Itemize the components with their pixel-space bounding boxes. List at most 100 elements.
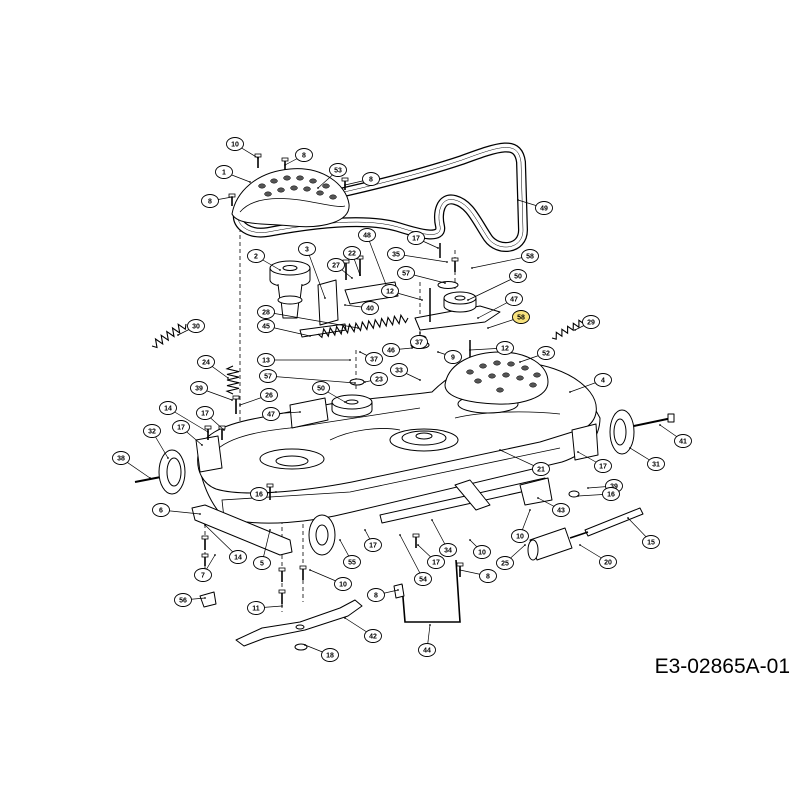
leader-dot: [577, 451, 579, 453]
u-rod: [401, 559, 461, 623]
callout-bubble: [250, 487, 268, 501]
callout-number: 10: [231, 142, 239, 149]
callout-37: 37: [359, 351, 383, 366]
callout-number: 17: [177, 425, 185, 432]
leader-line: [306, 248, 326, 299]
callout-number: 17: [599, 464, 607, 471]
callout-bubble: [343, 246, 361, 260]
leader-dot: [467, 299, 469, 301]
callout-bubble: [521, 249, 539, 263]
callout-24: 24: [197, 355, 229, 379]
callout-bubble: [260, 388, 278, 402]
callout-number: 43: [557, 508, 565, 515]
callout-bubble: [143, 424, 161, 438]
callout-bubble: [361, 301, 379, 315]
callout-number: 24: [202, 360, 210, 367]
screw: [356, 255, 364, 276]
callout-47: 47: [477, 292, 523, 319]
callout-bubble: [674, 434, 692, 448]
spring-24: [225, 365, 240, 395]
callout-bubble: [321, 648, 339, 662]
callout-number: 29: [587, 320, 595, 327]
callout-45: 45: [257, 319, 311, 337]
leader-dot: [359, 274, 361, 276]
leader-dot: [344, 617, 346, 619]
callout-16: 16: [250, 487, 277, 501]
callout-bubble: [329, 163, 347, 177]
callout-52: 52: [519, 346, 555, 363]
callout-number: 14: [164, 406, 172, 413]
callout-number: 25: [501, 561, 509, 568]
callout-number: 30: [192, 324, 200, 331]
screw: [218, 425, 226, 440]
callout-8: 8: [201, 194, 233, 208]
callout-bubble: [496, 556, 514, 570]
callout-17: 17: [577, 451, 612, 473]
leader-line: [399, 534, 424, 580]
callout-number: 34: [444, 548, 452, 555]
callout-bubble: [410, 335, 428, 349]
spring-30: [151, 323, 187, 349]
callout-bubble: [418, 643, 436, 657]
leader-dot: [364, 381, 366, 383]
leader-dot: [214, 554, 216, 556]
callout-number: 20: [604, 560, 612, 567]
leader-line: [267, 375, 356, 384]
leader-dot: [223, 429, 225, 431]
leader-dot: [344, 304, 346, 306]
leader-dot: [537, 497, 539, 499]
callout-28: 28: [257, 305, 359, 329]
callout-bubble: [382, 343, 400, 357]
callout-17: 17: [407, 231, 439, 249]
callout-42: 42: [344, 617, 382, 643]
leader-line: [467, 275, 519, 301]
callout-18: 18: [304, 644, 339, 662]
leader-dot: [399, 534, 401, 536]
callout-number: 45: [262, 324, 270, 331]
screw: [204, 425, 212, 440]
callout-bubble: [312, 381, 330, 395]
callout-29: 29: [574, 315, 600, 331]
screw: [412, 533, 420, 548]
callout-bubble: [444, 350, 462, 364]
callout-56: 56: [174, 593, 206, 607]
spring-28: [317, 313, 409, 339]
callout-bubble: [582, 315, 600, 329]
callout-58: 58: [471, 249, 539, 269]
blade-hardware: [199, 583, 405, 651]
callout-number: 17: [412, 236, 420, 243]
screw: [451, 257, 459, 272]
callout-bubble: [439, 543, 457, 557]
leader-dot: [309, 335, 311, 337]
callout-bubble: [479, 569, 497, 583]
callout-bubble: [257, 353, 275, 367]
callout-bubble: [496, 341, 514, 355]
drawing-number: E3-02865A-01: [655, 655, 790, 678]
callout-bubble: [201, 194, 219, 208]
leader-dot: [444, 282, 446, 284]
callout-53: 53: [317, 163, 347, 189]
callout-bubble: [112, 451, 130, 465]
callout-number: 53: [334, 168, 342, 175]
leader-dot: [204, 524, 206, 526]
callout-number: 28: [262, 310, 270, 317]
leader-dot: [344, 401, 346, 403]
leader-dot: [397, 589, 399, 591]
right-gauge-wheel: [609, 409, 675, 455]
callout-bubble: [174, 593, 192, 607]
callout-number: 8: [208, 199, 212, 206]
callout-number: 35: [392, 252, 400, 259]
leader-dot: [207, 431, 209, 433]
callout-number: 12: [501, 346, 509, 353]
callout-bubble: [552, 503, 570, 517]
leader-dot: [417, 544, 419, 546]
callout-number: 13: [262, 358, 270, 365]
callout-number: 58: [517, 315, 525, 322]
leader-dot: [299, 411, 301, 413]
callout-25: 25: [496, 544, 526, 570]
callout-bubble: [647, 457, 665, 471]
callout-bubble: [190, 381, 208, 395]
callout-number: 10: [516, 534, 524, 541]
springs: [151, 313, 587, 395]
